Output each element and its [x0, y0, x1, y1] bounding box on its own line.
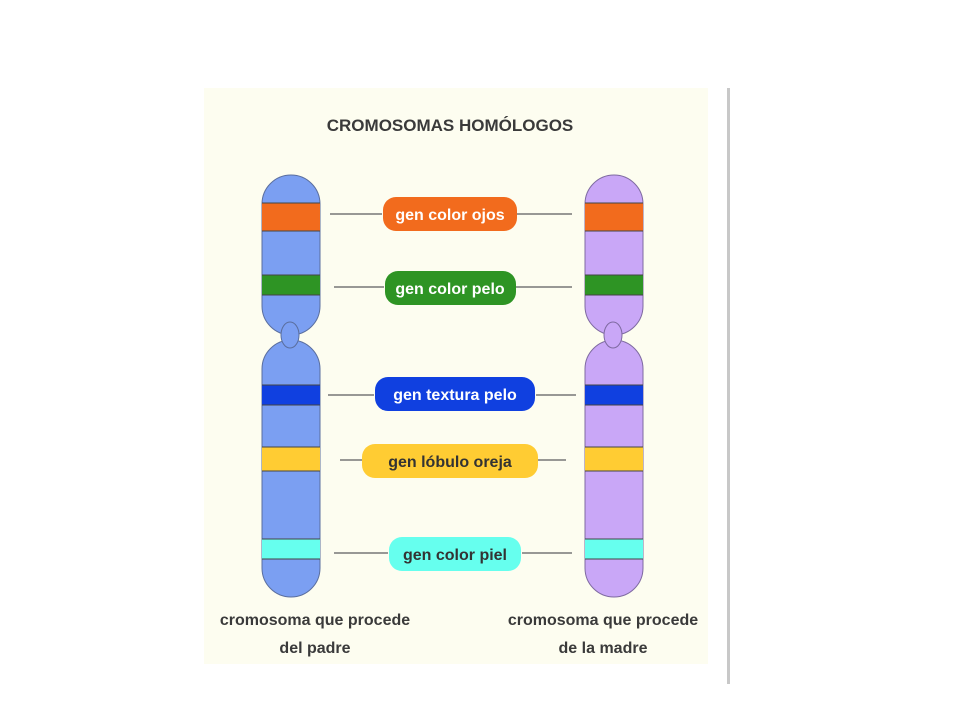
gene-label-skin-color-text: gen color piel	[403, 547, 507, 564]
father-caption-line1: cromosoma que procede	[220, 612, 410, 629]
mother-chromosome	[584, 174, 644, 598]
gene-pill-hair-color	[385, 271, 516, 305]
gene-label-eye-color-text: gen color ojos	[395, 207, 504, 224]
mother-band-hair-color	[585, 274, 643, 296]
gene-pill-earlobe	[362, 444, 538, 478]
mother-caption-line2: de la madre	[559, 640, 648, 657]
father-chromosome	[261, 174, 321, 598]
father-band-skin-color	[262, 538, 320, 560]
mother-band-hair-texture	[585, 384, 643, 406]
gene-label-hair-color: gen color pelo	[385, 271, 516, 305]
mother-caption: cromosoma que procede de la madre	[508, 612, 698, 657]
father-upper-arm	[261, 174, 321, 336]
mother-upper-arm	[584, 174, 644, 336]
father-centromere	[280, 321, 300, 349]
father-band-hair-texture	[262, 384, 320, 406]
gene-label-hair-texture: gen textura pelo	[375, 377, 535, 411]
gene-label-hair-texture-text: gen textura pelo	[393, 387, 517, 404]
connector-lines	[328, 213, 576, 554]
panel-edge-line	[727, 88, 730, 684]
gene-label-earlobe: gen lóbulo oreja	[362, 444, 538, 478]
father-caption-line2: del padre	[279, 640, 350, 657]
gene-label-skin-color: gen color piel	[389, 537, 521, 571]
father-band-earlobe	[262, 446, 320, 472]
mother-caption-line1: cromosoma que procede	[508, 612, 698, 629]
gene-pill-hair-texture	[375, 377, 535, 411]
gene-label-hair-color-text: gen color pelo	[395, 281, 505, 298]
father-band-eye-color	[262, 202, 320, 232]
father-caption: cromosoma que procede del padre	[220, 612, 410, 657]
gene-pill-skin-color	[389, 537, 521, 571]
mother-band-skin-color	[585, 538, 643, 560]
diagram-title: CROMOSOMAS HOMÓLOGOS	[327, 116, 574, 135]
gene-label-eye-color: gen color ojos	[383, 197, 517, 231]
father-band-hair-color	[262, 274, 320, 296]
mother-centromere	[603, 321, 623, 349]
mother-band-earlobe	[585, 446, 643, 472]
mother-band-eye-color	[585, 202, 643, 232]
gene-pill-eye-color	[383, 197, 517, 231]
gene-label-earlobe-text: gen lóbulo oreja	[388, 454, 512, 471]
